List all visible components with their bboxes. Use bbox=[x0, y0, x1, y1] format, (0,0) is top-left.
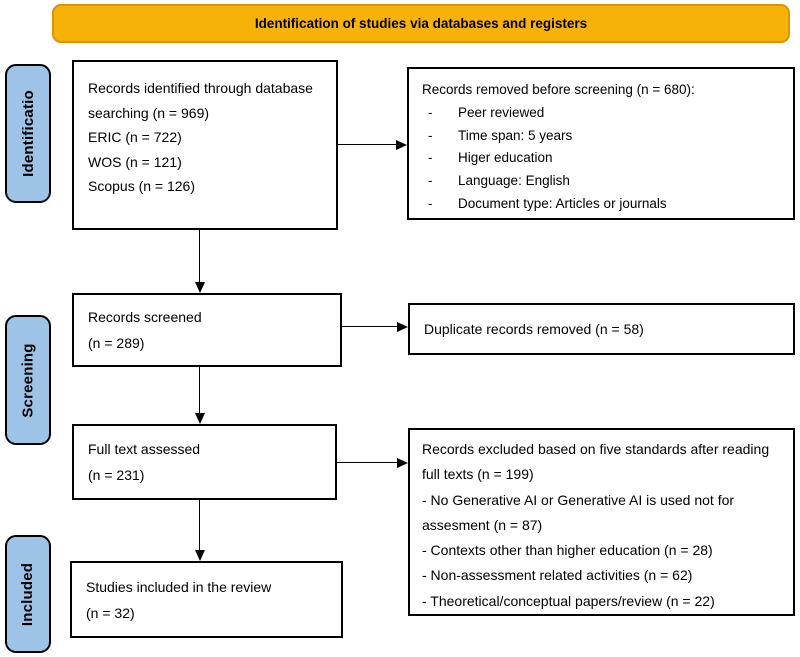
stage-included-label: Included bbox=[19, 562, 37, 626]
arrow-fulltext-to-included-head bbox=[194, 550, 205, 561]
removed-item: - Time span: 5 years bbox=[422, 125, 783, 148]
excluded-reason: - No Generative AI or Generative AI is u… bbox=[422, 491, 735, 533]
records-screened-count: (n = 289) bbox=[88, 335, 145, 351]
arrow-identified-to-removed-head bbox=[396, 139, 407, 150]
duplicates-removed-label: Duplicate records removed (n = 58) bbox=[424, 321, 644, 337]
removed-item-label: Language: English bbox=[458, 173, 570, 189]
records-screened-label: Records screened bbox=[88, 309, 202, 325]
arrow-screened-to-fulltext-line bbox=[199, 367, 200, 414]
stage-screening: Screening bbox=[5, 315, 51, 445]
records-identified-summary: Records identified through database sear… bbox=[88, 80, 313, 121]
bullet-dash: - bbox=[428, 127, 433, 143]
removed-item: - Language: English bbox=[422, 170, 783, 193]
excluded-reason: - Contexts other than higher education (… bbox=[422, 542, 713, 559]
records-removed-box: Records removed before screening (n = 68… bbox=[407, 67, 795, 220]
stage-identification-label: Identificatio bbox=[19, 90, 37, 177]
excluded-reason: Records excluded based on five standards… bbox=[422, 441, 770, 483]
bullet-dash: - bbox=[428, 173, 433, 189]
arrow-identified-to-removed-line bbox=[338, 144, 397, 145]
removed-item: - Peer reviewed bbox=[422, 102, 783, 125]
removed-item-label: Higer education bbox=[458, 150, 553, 166]
studies-included-box: Studies included in the review (n = 32) bbox=[70, 561, 343, 638]
source-scopus: Scopus (n = 126) bbox=[88, 178, 196, 194]
arrow-fulltext-to-excluded-head bbox=[397, 457, 408, 468]
arrow-identified-to-screened-line bbox=[199, 230, 200, 283]
stage-included: Included bbox=[5, 535, 51, 653]
arrow-screened-to-duplicates-line bbox=[342, 326, 398, 327]
bullet-dash: - bbox=[428, 195, 433, 211]
studies-included-label: Studies included in the review bbox=[86, 579, 272, 595]
source-wos: WOS (n = 121) bbox=[88, 153, 182, 170]
fulltext-assessed-count: (n = 231) bbox=[88, 467, 145, 483]
arrow-fulltext-to-included-line bbox=[199, 500, 200, 551]
source-eric: ERIC (n = 722) bbox=[88, 129, 182, 145]
banner-title: Identification of studies via databases … bbox=[254, 16, 588, 31]
arrow-fulltext-to-excluded-line bbox=[337, 462, 398, 463]
fulltext-assessed-box: Full text assessed (n = 231) bbox=[72, 424, 337, 500]
arrow-screened-to-fulltext-head bbox=[194, 413, 205, 424]
removed-item-label: Document type: Articles or journals bbox=[458, 195, 667, 211]
removed-item-label: Peer reviewed bbox=[458, 104, 545, 120]
removed-item: - Document type: Articles or journals bbox=[422, 193, 783, 216]
arrow-identified-to-screened-head bbox=[194, 282, 205, 293]
arrow-screened-to-duplicates-head bbox=[397, 321, 408, 332]
bullet-dash: - bbox=[428, 104, 433, 120]
banner: Identification of studies via databases … bbox=[52, 4, 790, 43]
records-identified-box: Records identified through database sear… bbox=[72, 60, 338, 230]
stage-identification: Identificatio bbox=[5, 64, 51, 203]
excluded-reason: - Non-assessment related activities (n =… bbox=[422, 567, 693, 584]
stage-screening-label: Screening bbox=[19, 342, 37, 418]
records-removed-title: Records removed before screening (n = 68… bbox=[422, 82, 695, 97]
removed-item: - Higer education bbox=[422, 147, 783, 170]
removed-item-label: Time span: 5 years bbox=[458, 127, 573, 143]
bullet-dash: - bbox=[428, 150, 433, 166]
fulltext-assessed-label: Full text assessed bbox=[88, 441, 201, 457]
studies-included-count: (n = 32) bbox=[86, 605, 135, 621]
duplicates-removed-box: Duplicate records removed (n = 58) bbox=[408, 303, 795, 355]
records-screened-box: Records screened (n = 289) bbox=[72, 293, 342, 367]
records-excluded-box: Records excluded based on five standards… bbox=[408, 428, 795, 616]
excluded-reason: - Theoretical/conceptual papers/review (… bbox=[422, 592, 715, 609]
